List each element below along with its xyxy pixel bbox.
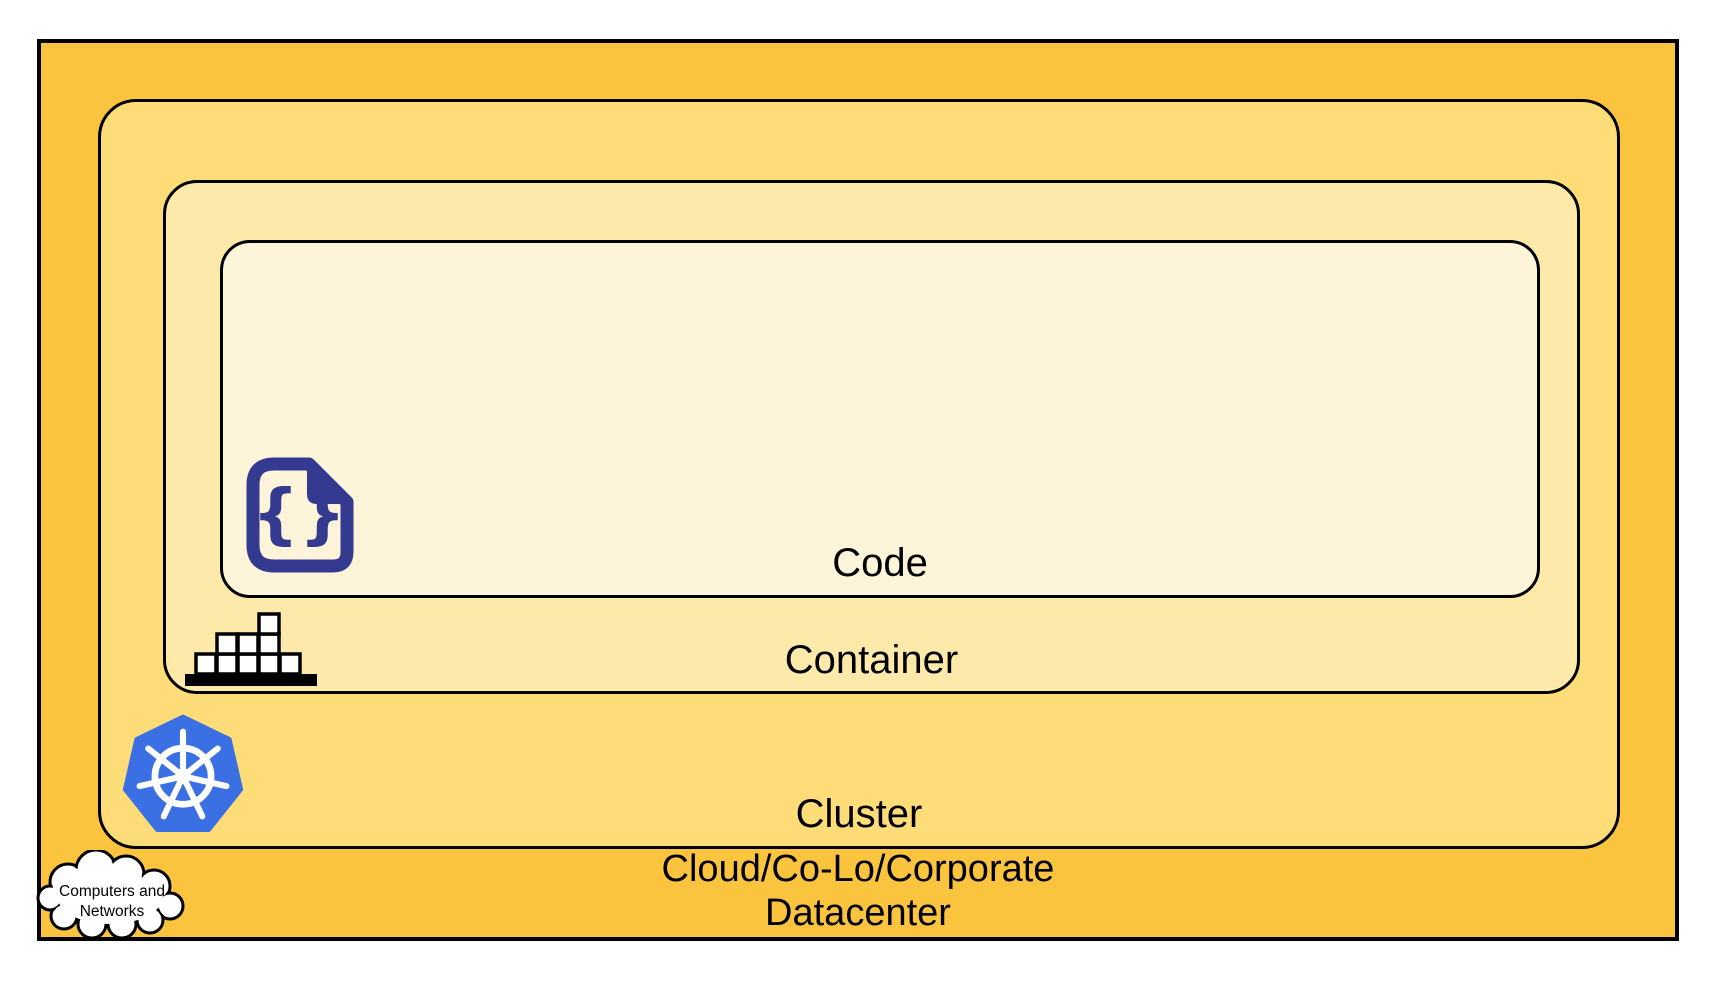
code-label: Code — [832, 541, 928, 585]
layer-datacenter: {} Code Container — [36, 39, 1679, 941]
datacenter-label-line2: Datacenter — [765, 892, 951, 934]
layer-container: {} Code Container — [163, 180, 1580, 694]
cloud-label-line1: Computers and — [59, 883, 165, 900]
braces-glyph: {} — [252, 475, 346, 552]
cloud-label-line2: Networks — [80, 903, 145, 920]
code-file-icon: {} — [246, 457, 354, 573]
layer-cluster: {} Code Container — [98, 99, 1620, 849]
computers-networks-cloud-icon: Computers and Networks — [36, 850, 185, 940]
cluster-label: Cluster — [795, 792, 923, 836]
datacenter-label: Cloud/Co-Lo/Corporate Datacenter — [41, 847, 1675, 935]
kubernetes-helm-icon — [122, 714, 244, 832]
container-blocks-icon — [185, 612, 317, 686]
layer-code: {} Code — [220, 240, 1540, 598]
datacenter-label-line1: Cloud/Co-Lo/Corporate — [661, 848, 1055, 890]
container-label: Container — [784, 638, 959, 682]
